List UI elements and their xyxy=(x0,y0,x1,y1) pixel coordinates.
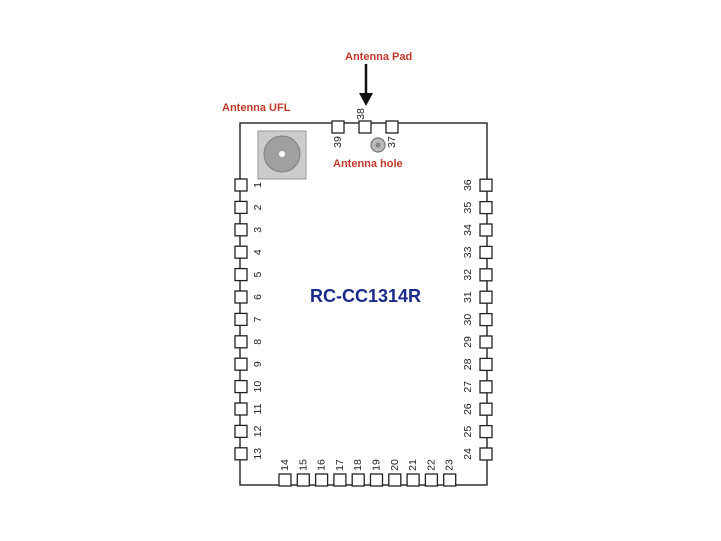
pin-number-label: 7 xyxy=(252,316,264,322)
pin-number-label: 33 xyxy=(462,246,474,258)
pin-pad-left xyxy=(234,424,248,439)
pin-pad-left xyxy=(234,290,248,304)
antenna-hole-icon xyxy=(370,137,386,153)
pin-number-label: 8 xyxy=(252,339,264,345)
pin-number-label: 6 xyxy=(252,294,264,300)
pin-number-label: 11 xyxy=(252,403,264,414)
pin-pad-bottom xyxy=(333,473,347,487)
pin-number-label: 28 xyxy=(462,358,474,370)
pin-pad-right xyxy=(479,178,493,192)
pin-pad-right xyxy=(479,402,493,416)
pin-number-label: 32 xyxy=(462,269,474,281)
pin-number-label: 9 xyxy=(252,361,264,367)
pin-pad-left xyxy=(234,245,248,259)
pin-pad-left xyxy=(234,223,248,237)
pin-pad-bottom xyxy=(388,473,402,487)
pin-number-label: 15 xyxy=(297,459,309,471)
pin-pad-bottom xyxy=(424,473,439,487)
pin-number-label: 26 xyxy=(462,403,474,415)
pin-number-label: 27 xyxy=(462,381,474,393)
pin-number-label: 13 xyxy=(252,448,264,460)
pin-number-label: 19 xyxy=(371,459,383,471)
pin-pad-bottom xyxy=(278,473,292,487)
pin-pad-right xyxy=(479,223,493,237)
pin-pad-left xyxy=(234,402,248,416)
pin-pad-bottom xyxy=(296,473,310,487)
module-name: RC-CC1314R xyxy=(310,286,421,306)
pin-number-label: 35 xyxy=(462,202,474,214)
pin-pad-bottom xyxy=(369,473,384,487)
pin-pad-left xyxy=(234,447,248,461)
pin-pad-right xyxy=(479,335,493,349)
pin-pad-right xyxy=(479,312,493,327)
pin-number-label: 37 xyxy=(386,136,398,148)
antenna-pad-arrow-icon xyxy=(359,64,373,106)
pin-number-label: 36 xyxy=(462,179,474,191)
pin-number-label: 30 xyxy=(462,314,474,326)
pin-number-label: 21 xyxy=(407,459,419,471)
pin-pad-right xyxy=(479,380,493,394)
module-outline xyxy=(239,122,488,486)
pin-pad-left xyxy=(234,357,248,371)
pin-number-label: 25 xyxy=(462,426,474,438)
pin-number-label: 16 xyxy=(316,459,328,471)
pin-pad-top xyxy=(358,120,372,134)
pin-number-label: 5 xyxy=(252,272,264,278)
pin-pad-left xyxy=(234,312,248,327)
pin-number-label: 24 xyxy=(462,448,474,460)
pin-pad-left xyxy=(234,335,248,349)
pin-number-label: 22 xyxy=(425,459,437,471)
pin-pad-bottom xyxy=(443,473,457,487)
pin-pad-top xyxy=(385,120,399,134)
pin-number-label: 39 xyxy=(332,136,344,148)
pin-pad-right xyxy=(479,424,493,439)
pin-number-label: 29 xyxy=(462,336,474,348)
pin-pad-bottom xyxy=(314,473,329,487)
pin-number-label: 4 xyxy=(252,249,264,255)
pin-pad-left xyxy=(234,267,248,282)
pin-pad-right xyxy=(479,200,493,215)
pin-pad-bottom xyxy=(351,473,365,487)
pin-number-label: 17 xyxy=(334,459,346,471)
pin-pad-left xyxy=(234,178,248,192)
pin-pad-right xyxy=(479,290,493,304)
pin-number-label: 20 xyxy=(389,459,401,471)
pin-number-label: 34 xyxy=(462,224,474,236)
pin-pad-bottom xyxy=(406,473,420,487)
pin-pad-right xyxy=(479,447,493,461)
pin-pad-right xyxy=(479,268,493,282)
pin-pad-left xyxy=(234,200,248,215)
pin-number-label: 23 xyxy=(444,459,456,471)
pin-pad-right xyxy=(479,357,493,372)
pin-number-label: 38 xyxy=(355,108,367,120)
pin-number-label: 10 xyxy=(252,381,264,393)
pin-number-label: 12 xyxy=(252,425,264,437)
pin-number-label: 18 xyxy=(352,459,364,471)
ufl-connector-icon xyxy=(257,130,307,180)
antenna-ufl-label: Antenna UFL xyxy=(222,102,291,114)
pin-number-label: 2 xyxy=(252,204,264,210)
pin-pad-right xyxy=(479,245,493,260)
pin-pad-left xyxy=(234,379,248,394)
pin-pad-top xyxy=(331,120,345,134)
pin-number-label: 31 xyxy=(462,291,474,303)
pin-number-label: 1 xyxy=(252,182,264,188)
antenna-pad-label: Antenna Pad xyxy=(345,51,412,63)
pin-number-label: 3 xyxy=(252,227,264,233)
antenna-hole-label: Antenna hole xyxy=(333,158,403,170)
pin-number-label: 14 xyxy=(279,459,291,471)
